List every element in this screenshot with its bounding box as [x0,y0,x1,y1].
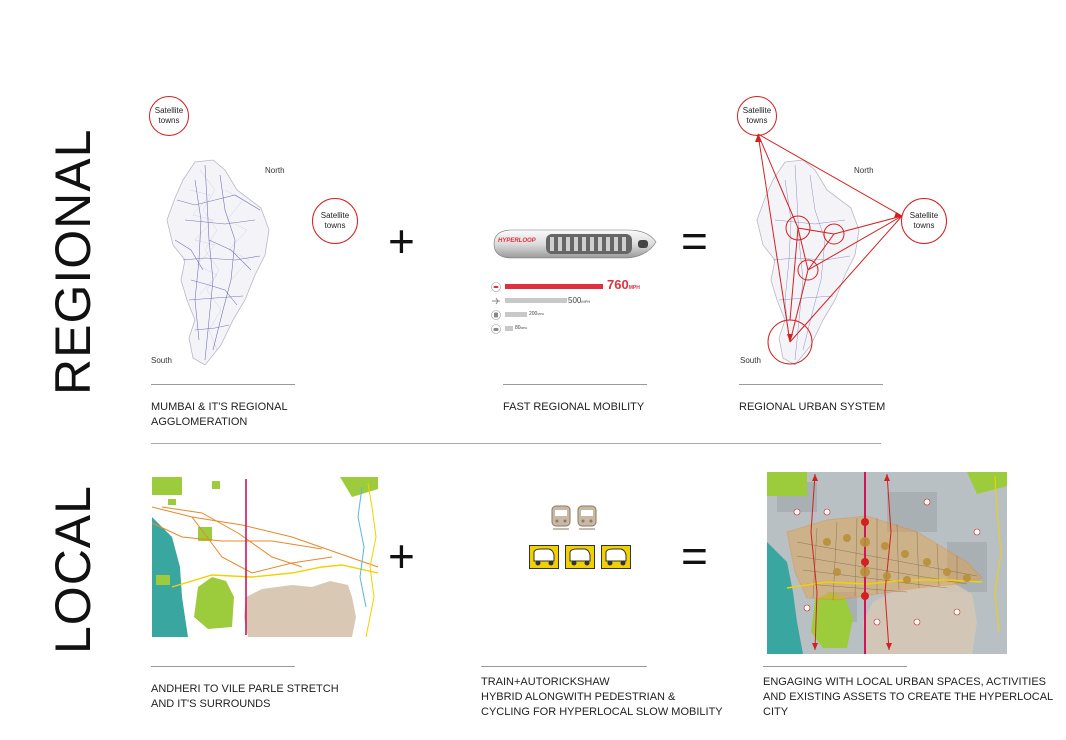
regional-row-label: REGIONAL [45,128,101,395]
andheri-vile-parle-map [151,477,380,638]
caption-andheri-vile-parle: ANDHERI TO VILE PARLE STRETCH AND IT'S S… [151,682,339,712]
caption-divider [151,666,295,667]
mumbai-road-network-map [166,159,270,366]
satellite-town-bubble: Satellite towns [149,96,189,136]
hyperloop-pod-illustration [493,229,657,259]
caption-line: AND EXISTING ASSETS TO CREATE THE HYPERL… [763,691,1054,703]
caption-line: TRAIN+AUTORICKSHAW [481,676,610,688]
caption-line: CYCLING FOR HYPERLOCAL SLOW MOBILITY [481,706,723,718]
north-label: North [854,166,874,175]
caption-line: HYBRID ALONGWITH PEDESTRIAN & [481,691,676,703]
satellite-town-bubble: Satellite towns [901,198,947,244]
satellite-town-bubble: Satellite towns [312,198,358,244]
car-speed-bar [505,326,513,331]
caption-mumbai-regional: MUMBAI & IT'S REGIONAL AGGLOMERATION [151,400,288,430]
caption-divider [739,384,883,385]
caption-line: AND IT'S SURROUNDS [151,698,271,710]
equals-operator: = [681,215,708,267]
caption-line: ANDHERI TO VILE PARLE STRETCH [151,683,339,695]
caption-divider [763,666,907,667]
caption-divider [503,384,647,385]
equals-operator: = [681,530,708,582]
train-speed-value: 200MPH [529,311,545,317]
plus-operator: + [388,530,415,582]
speed-row: 200MPH [491,310,661,320]
train-icon [577,505,597,530]
local-row-label: LOCAL [45,485,101,654]
caption-line: FAST REGIONAL MOBILITY [503,401,645,413]
regional-urban-system-map [756,159,860,366]
speed-row: 760MPH [491,277,661,294]
speed-row: 500MPH [491,296,661,306]
caption-line: AGGLOMERATION [151,416,248,428]
train-icon [491,310,501,320]
autorickshaw-icon [601,545,631,569]
regional-connection-network [755,133,903,365]
section-divider [151,443,881,444]
south-label: South [740,356,761,365]
caption-line: MUMBAI & IT'S REGIONAL [151,401,288,413]
hyperloop-icon [491,282,501,292]
caption-divider [151,384,295,385]
plane-icon [492,297,500,305]
satellite-town-bubble: Satellite towns [737,96,777,136]
speed-row: 80MPH [491,324,661,334]
train-icon [551,505,571,530]
hyperlocal-city-map [767,472,1007,654]
plus-operator: + [388,215,415,267]
caption-line: CITY [763,706,789,718]
autorickshaw-icon [529,545,559,569]
caption-regional-urban-system: REGIONAL URBAN SYSTEM [739,400,885,415]
caption-hyperlocal-city: ENGAGING WITH LOCAL URBAN SPACES, ACTIVI… [763,675,1053,720]
autorickshaw-icon [565,545,595,569]
train-speed-bar [505,312,527,317]
caption-fast-regional-mobility: FAST REGIONAL MOBILITY [503,400,644,415]
caption-line: ENGAGING WITH LOCAL URBAN SPACES, ACTIVI… [763,676,1046,688]
plane-speed-value: 500MPH [568,296,591,305]
car-icon [491,324,501,334]
hyperloop-speed-bar [505,284,603,289]
caption-divider [481,666,647,667]
north-label: North [265,166,285,175]
car-speed-value: 80MPH [515,325,528,331]
plane-speed-bar [505,298,567,303]
hyperloop-speed-value: 760MPH [607,277,640,292]
caption-line: REGIONAL URBAN SYSTEM [739,401,886,413]
south-label: South [151,356,172,365]
caption-train-autorickshaw: TRAIN+AUTORICKSHAW HYBRID ALONGWITH PEDE… [481,675,723,720]
hyperloop-brand-label: HYPERLOOP [498,238,536,244]
